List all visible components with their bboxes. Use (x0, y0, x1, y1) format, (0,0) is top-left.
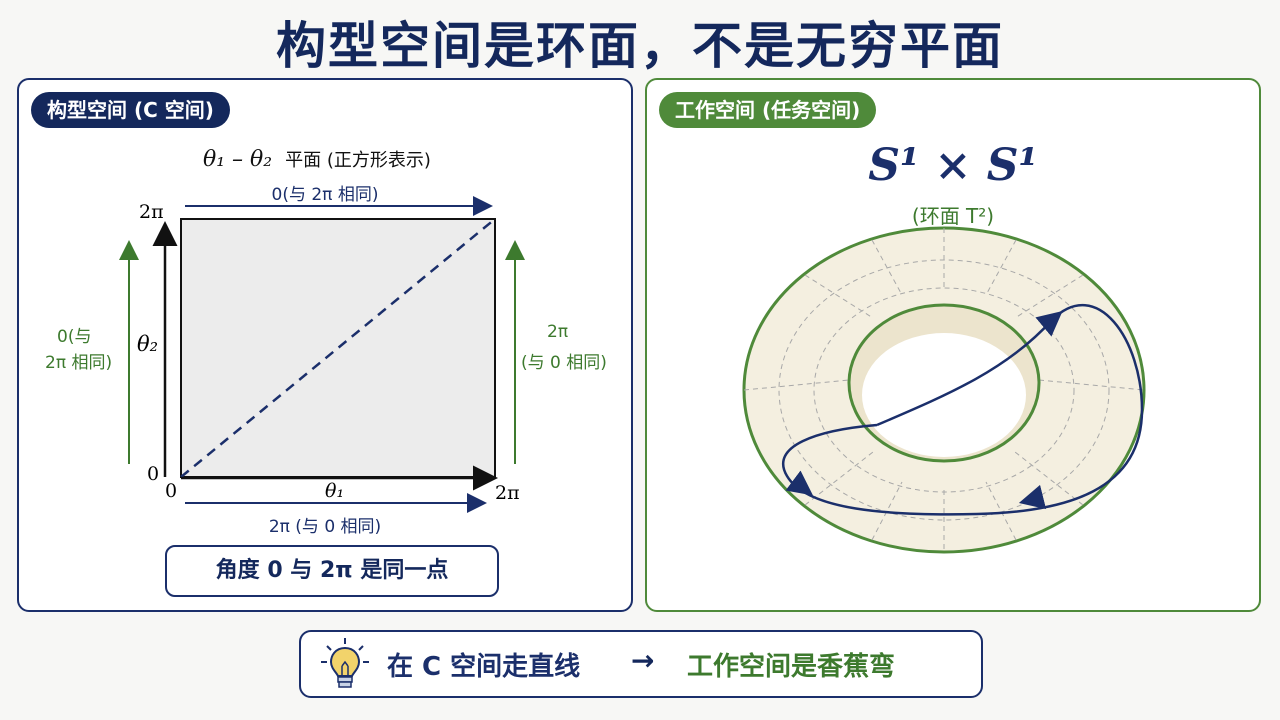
c-space-diagram (119, 196, 525, 513)
bottom-edge-label: 2π (与 0 相同) (268, 517, 382, 537)
x-axis-label: θ₁ (325, 480, 345, 502)
takeaway-arrow: → (631, 644, 655, 677)
y-axis-label: θ₂ (137, 332, 159, 356)
c-space-badge: 构型空间 (C 空间) (31, 92, 230, 128)
takeaway-right-text: 工作空间是香蕉弯 (687, 652, 896, 682)
curve-arrow-bottom (1018, 484, 1047, 510)
page-title: 构型空间是环面，不是无穷平面 (276, 17, 1004, 75)
torus-grid (743, 228, 1145, 552)
torus-formula-sub: (环面 T²) (911, 204, 995, 228)
right-edge-label-2: (与 0 相同) (521, 353, 607, 373)
subtitle-text: 平面 (正方形表示) (285, 150, 431, 171)
curve-arrow-top (1035, 310, 1063, 337)
x-zero-tick: 0 (165, 480, 178, 502)
torus-formula: S¹ × S¹ (868, 140, 1038, 191)
takeaway-bar: 在 C 空间走直线 → 工作空间是香蕉弯 (299, 630, 983, 698)
left-edge-label-1: 0(与 (57, 327, 92, 347)
curve-arrow-left (785, 470, 813, 496)
configuration-square (180, 218, 496, 478)
x-end-tick: 2π (495, 482, 520, 504)
configuration-space-panel: 构型空间 (C 空间) θ₁ – θ₂ 平面 (正方形表示) 0(与 2π 相同… (17, 78, 633, 612)
y-zero-tick: 0 (147, 463, 160, 485)
top-edge-label: 0(与 2π 相同) (271, 185, 379, 205)
takeaway-left-text: 在 C 空间走直线 (387, 652, 581, 682)
torus-diagram (742, 226, 1146, 554)
y-top-tick: 2π (139, 201, 164, 223)
workspace-panel: 工作空间 (任务空间) S¹ × S¹ (环面 T²) (645, 78, 1261, 612)
left-edge-label-2: 2π 相同) (45, 353, 113, 373)
square-subtitle: θ₁ – θ₂ 平面 (正方形表示) (203, 146, 431, 172)
workspace-badge: 工作空间 (任务空间) (659, 92, 877, 128)
subtitle-math: θ₁ – θ₂ (203, 147, 273, 172)
identity-note: 角度 0 与 2π 是同一点 (165, 545, 499, 597)
right-edge-label-1: 2π (547, 322, 569, 342)
lightbulb-icon (321, 638, 369, 688)
